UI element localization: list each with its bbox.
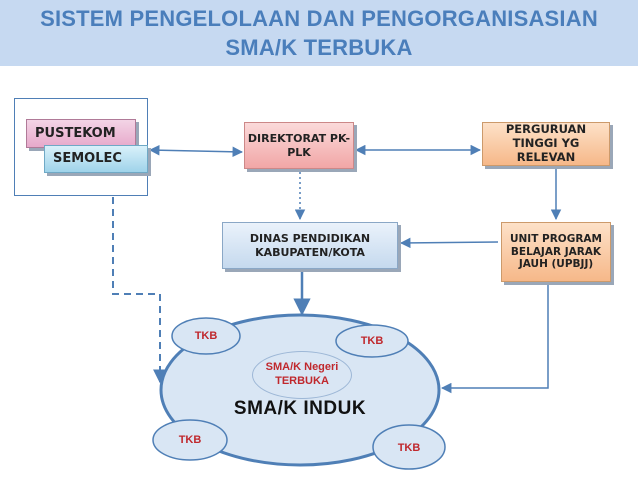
tkb-label-top-left: TKB [194, 330, 218, 342]
tkb-label-bottom-left: TKB [178, 434, 202, 446]
tkb-ellipse-top-left [171, 317, 241, 355]
title-line-1: SISTEM PENGELOLAAN DAN PENGORGANISASIAN [40, 6, 598, 31]
pustekom-box: PUSTEKOM [26, 119, 136, 148]
tkb-ellipse-bottom-right [372, 424, 446, 470]
arrow-frame-direktorat [148, 144, 244, 158]
arrow-upbjj-dinas [399, 237, 499, 249]
sma-negeri-terbuka: SMA/K Negeri TERBUKA [252, 351, 352, 399]
perguruan-tinggi-box: PERGURUAN TINGGI YG RELEVAN [482, 122, 610, 166]
sma-induk-label: SMA/K INDUK [233, 398, 367, 419]
title-banner: SISTEM PENGELOLAAN DAN PENGORGANISASIAN … [0, 0, 638, 66]
dinas-pendidikan-box: DINAS PENDIDIKAN KABUPATEN/KOTA [222, 222, 398, 269]
arrow-upbjj-induk [440, 284, 549, 394]
tkb-label-bottom-right: TKB [397, 442, 421, 454]
arrow-pustekom-induk [112, 197, 167, 384]
tkb-label-top-right: TKB [360, 335, 384, 347]
tkb-ellipse-bottom-left [152, 419, 228, 461]
title-line-2: SMA/K TERBUKA [225, 35, 413, 60]
direktorat-box: DIREKTORAT PK-PLK [244, 122, 354, 169]
tkb-ellipse-top-right [335, 324, 409, 358]
upbjj-box: UNIT PROGRAM BELAJAR JARAK JAUH (UPBJJ) [501, 222, 611, 282]
semolec-box: SEMOLEC [44, 145, 148, 173]
